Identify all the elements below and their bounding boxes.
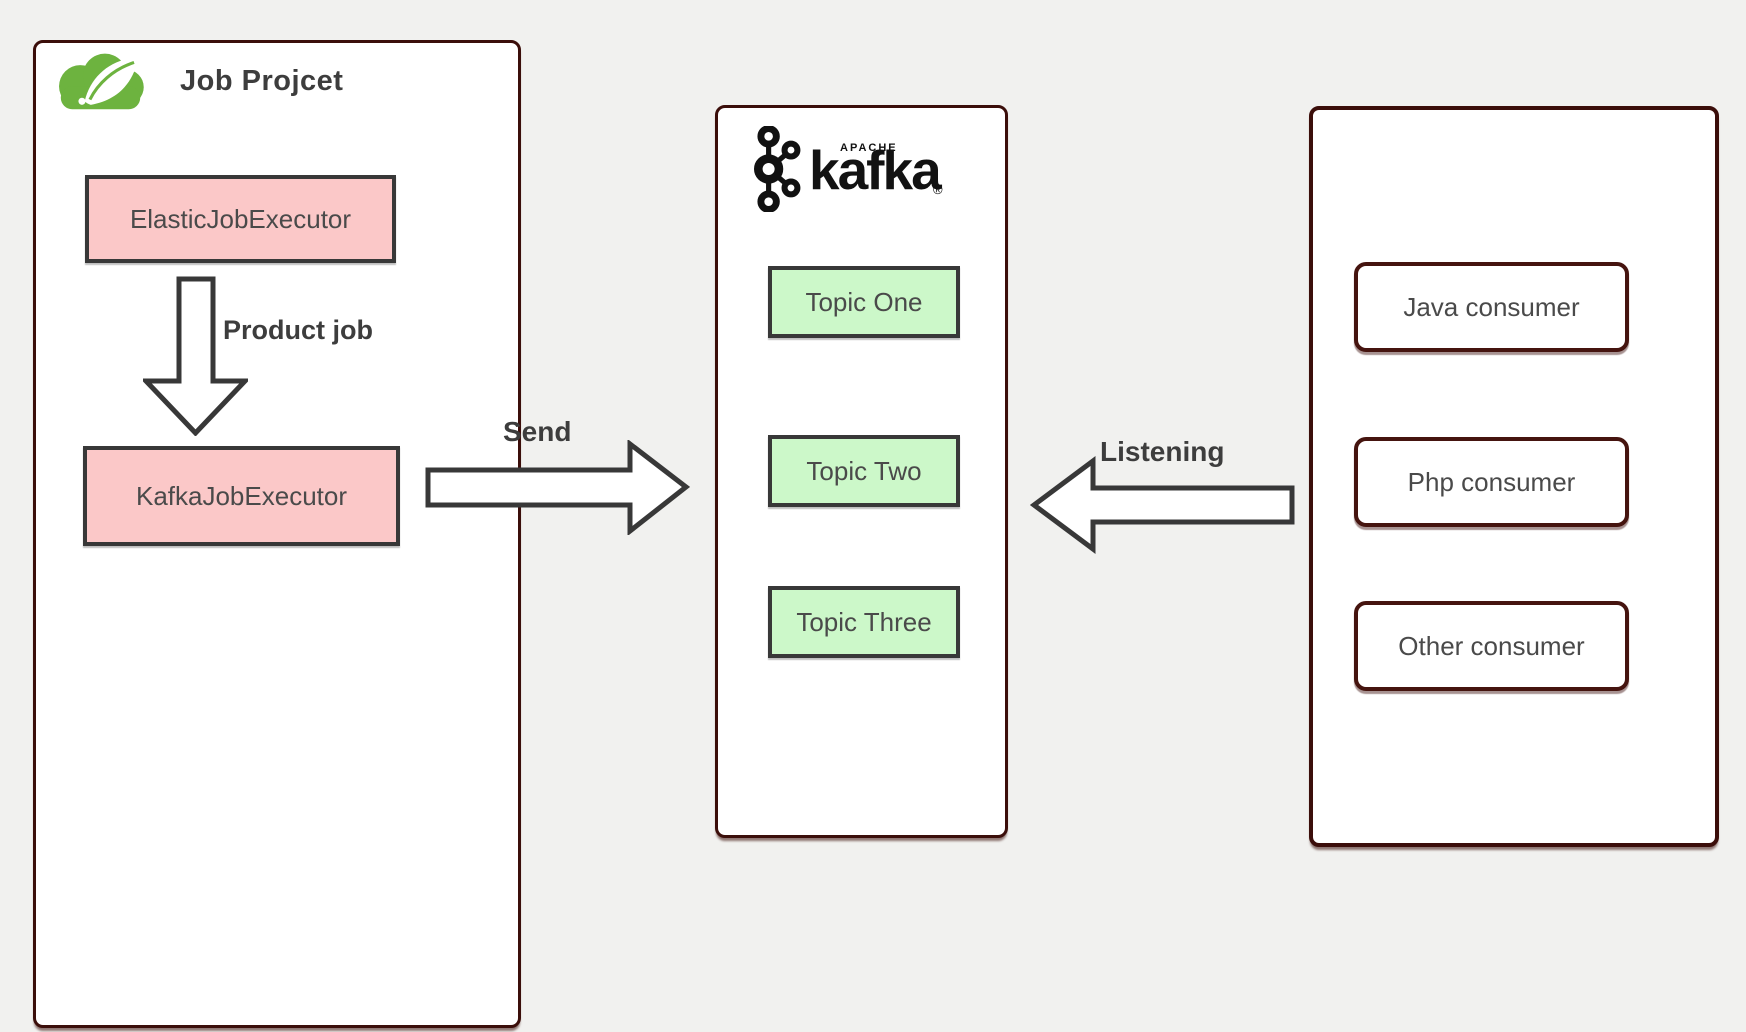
java-consumer-node: Java consumer — [1354, 262, 1629, 352]
kafka-icon — [754, 126, 801, 212]
job-project-title: Job Projcet — [180, 64, 344, 97]
topic-one-label: Topic One — [805, 286, 923, 317]
kafka-job-executor-label: KafkaJobExecutor — [135, 480, 347, 511]
other-consumer-node: Other consumer — [1354, 601, 1629, 691]
listening-arrow — [1030, 456, 1295, 554]
product-job-down-arrow — [143, 276, 248, 436]
product-job-label: Product job — [223, 315, 373, 345]
java-consumer-label: Java consumer — [1403, 291, 1580, 322]
topic-two-label: Topic Two — [806, 455, 922, 486]
elastic-job-executor-label: ElasticJobExecutor — [129, 203, 352, 234]
topic-two-node: Topic Two — [768, 435, 960, 507]
apache-kafka-logo: APACHE kafka ® — [748, 126, 949, 212]
job-project-panel: Job Projcet ElasticJobExecutor Product j… — [33, 40, 521, 1028]
kafka-word-text: kafka — [809, 139, 942, 201]
topic-one-node: Topic One — [768, 266, 960, 338]
job-project-header: Job Projcet — [55, 51, 343, 111]
consumers-panel: Java consumer Php consumer Other consume… — [1309, 106, 1719, 847]
topic-three-node: Topic Three — [768, 586, 960, 658]
php-consumer-node: Php consumer — [1354, 437, 1629, 527]
php-consumer-label: Php consumer — [1407, 466, 1576, 497]
spring-logo-icon — [59, 53, 144, 110]
topic-three-label: Topic Three — [796, 606, 932, 637]
kafka-registered-mark: ® — [933, 182, 943, 197]
send-arrow — [425, 440, 690, 535]
kafka-job-executor-node: KafkaJobExecutor — [83, 446, 400, 546]
listening-label: Listening — [1100, 436, 1225, 467]
kafka-wordmark: APACHE kafka ® — [809, 126, 949, 212]
send-label: Send — [503, 416, 572, 447]
kafka-apache-text: APACHE — [840, 142, 898, 154]
kafka-panel: APACHE kafka ® Topic One Topic Two Topic… — [715, 105, 1008, 838]
other-consumer-label: Other consumer — [1398, 630, 1585, 661]
elastic-job-executor-node: ElasticJobExecutor — [85, 175, 396, 263]
